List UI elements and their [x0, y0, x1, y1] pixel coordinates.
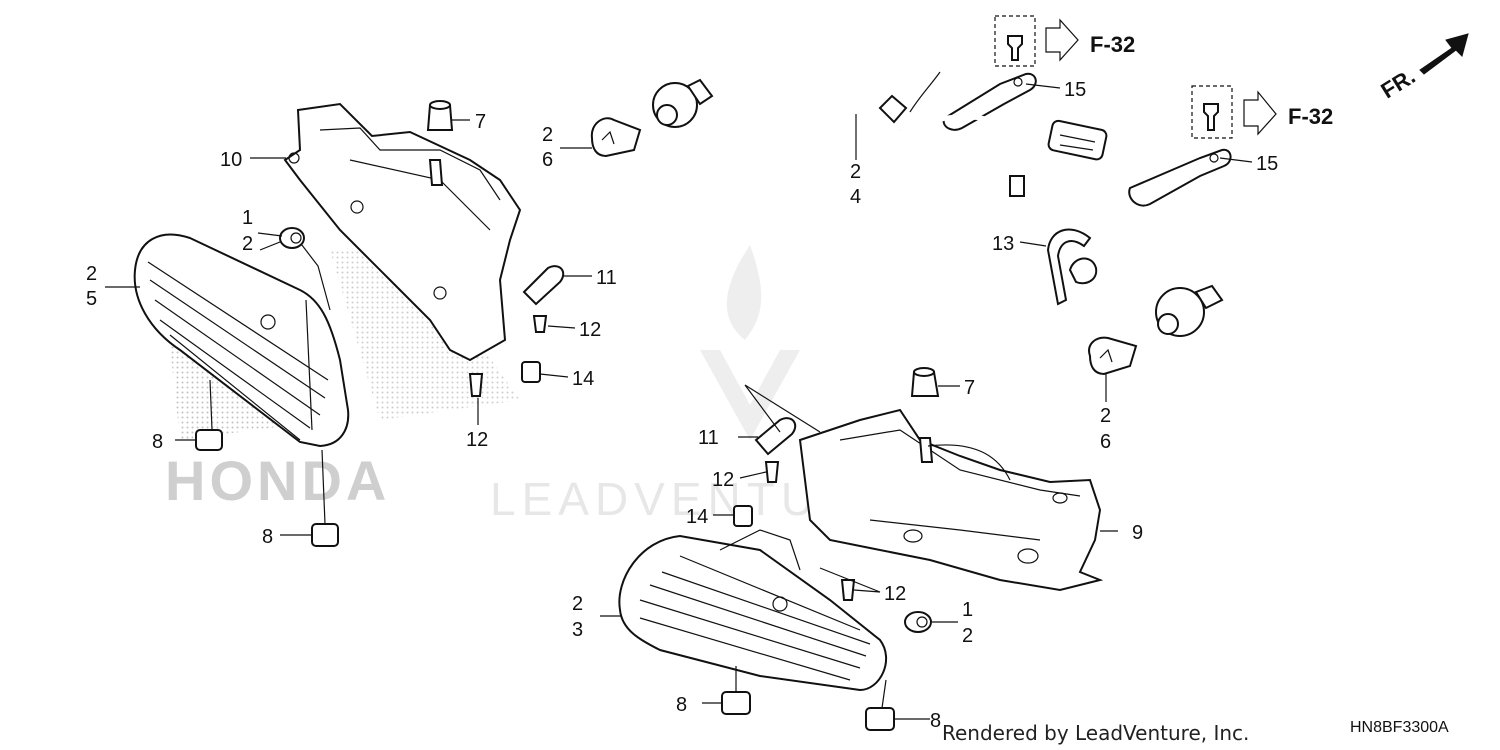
callout-1-left: 1	[242, 207, 253, 229]
callout-5: 5	[86, 288, 97, 310]
callout-labels: 7 10 1 2 2 5 2 6 2 4 15 15 13 11 12 14 1…	[86, 79, 1278, 732]
callout-2-lower-bulb: 2	[1100, 405, 1111, 427]
callout-11-right: 11	[698, 427, 719, 449]
callout-2-harness: 2	[850, 161, 861, 183]
callout-6-upper-bulb: 6	[542, 149, 553, 171]
callout-7-mid: 7	[964, 377, 975, 399]
bulb-upper	[590, 117, 642, 158]
callout-8-d: 8	[930, 710, 941, 732]
collar-1-left	[279, 227, 305, 249]
screw-12-a	[532, 315, 548, 333]
screw-12-b	[468, 373, 484, 397]
collar-1-right	[904, 611, 932, 633]
callout-3: 3	[572, 619, 583, 641]
callout-12-a: 12	[579, 319, 601, 341]
grommet-8-b	[311, 523, 339, 547]
callout-8-a: 8	[152, 431, 163, 453]
callout-6-lower-bulb: 6	[1100, 431, 1111, 453]
callout-2-right-collar: 2	[962, 625, 973, 647]
callout-2-left-light: 2	[86, 263, 97, 285]
grommet-8-c	[721, 691, 751, 715]
callout-8-b: 8	[262, 526, 273, 548]
callout-1-right: 1	[962, 599, 973, 621]
callout-8-c: 8	[676, 694, 687, 716]
callout-12-d: 12	[884, 583, 906, 605]
leader-lines	[105, 83, 1253, 720]
callout-4: 4	[850, 186, 861, 208]
callout-12-b: 12	[466, 429, 488, 451]
callout-11-left: 11	[596, 267, 617, 289]
clip-11-left	[522, 265, 565, 306]
lower-cover-left	[283, 102, 522, 362]
callout-7-top: 7	[475, 111, 486, 133]
headlight-left	[133, 233, 350, 448]
grommet-7-top	[426, 100, 454, 131]
callout-2-upper-bulb: 2	[542, 124, 553, 146]
callout-15-top: 15	[1064, 79, 1086, 101]
front-direction-arrow: FR.	[1376, 33, 1469, 103]
cable-band-13	[1046, 228, 1098, 306]
headlight-right	[618, 529, 887, 692]
bulb-socket-lower	[1155, 284, 1224, 337]
bulb-socket-upper	[652, 78, 714, 128]
f32-right-reference: F-32	[1191, 85, 1333, 139]
screw-12-c	[764, 461, 780, 483]
callout-9: 9	[1132, 522, 1143, 544]
callout-12-c: 12	[712, 469, 734, 491]
f32-ref-top: F-32	[1090, 32, 1135, 57]
lower-cover-right	[798, 408, 1104, 592]
callout-13: 13	[992, 233, 1014, 255]
nut-14-left	[521, 361, 541, 383]
bulb-lower	[1088, 336, 1138, 376]
front-label: FR.	[1376, 63, 1419, 103]
rendered-by-credit: Rendered by LeadVenture, Inc.	[942, 721, 1249, 745]
grommet-8-d	[865, 707, 895, 731]
grommet-7-mid	[910, 367, 940, 397]
grommet-8-a	[195, 429, 223, 451]
callout-14-right: 14	[686, 506, 708, 528]
callout-10: 10	[220, 149, 242, 171]
f32-ref-right: F-32	[1288, 104, 1333, 129]
screw-12-d	[840, 579, 856, 601]
callout-15-right: 15	[1256, 153, 1278, 175]
nut-14-right	[733, 505, 753, 527]
clip-11-right	[754, 417, 797, 456]
f32-top-reference: F-32	[994, 15, 1135, 67]
diagram-code: HN8BF3300A	[1350, 719, 1449, 736]
svg-text:HONDA: HONDA	[165, 449, 390, 512]
bracket-15-right	[1128, 148, 1232, 207]
callout-14-left: 14	[572, 368, 594, 390]
callout-2-left-collar: 2	[242, 233, 253, 255]
callout-2-right-light: 2	[572, 593, 583, 615]
wire-harness	[697, 67, 1234, 303]
